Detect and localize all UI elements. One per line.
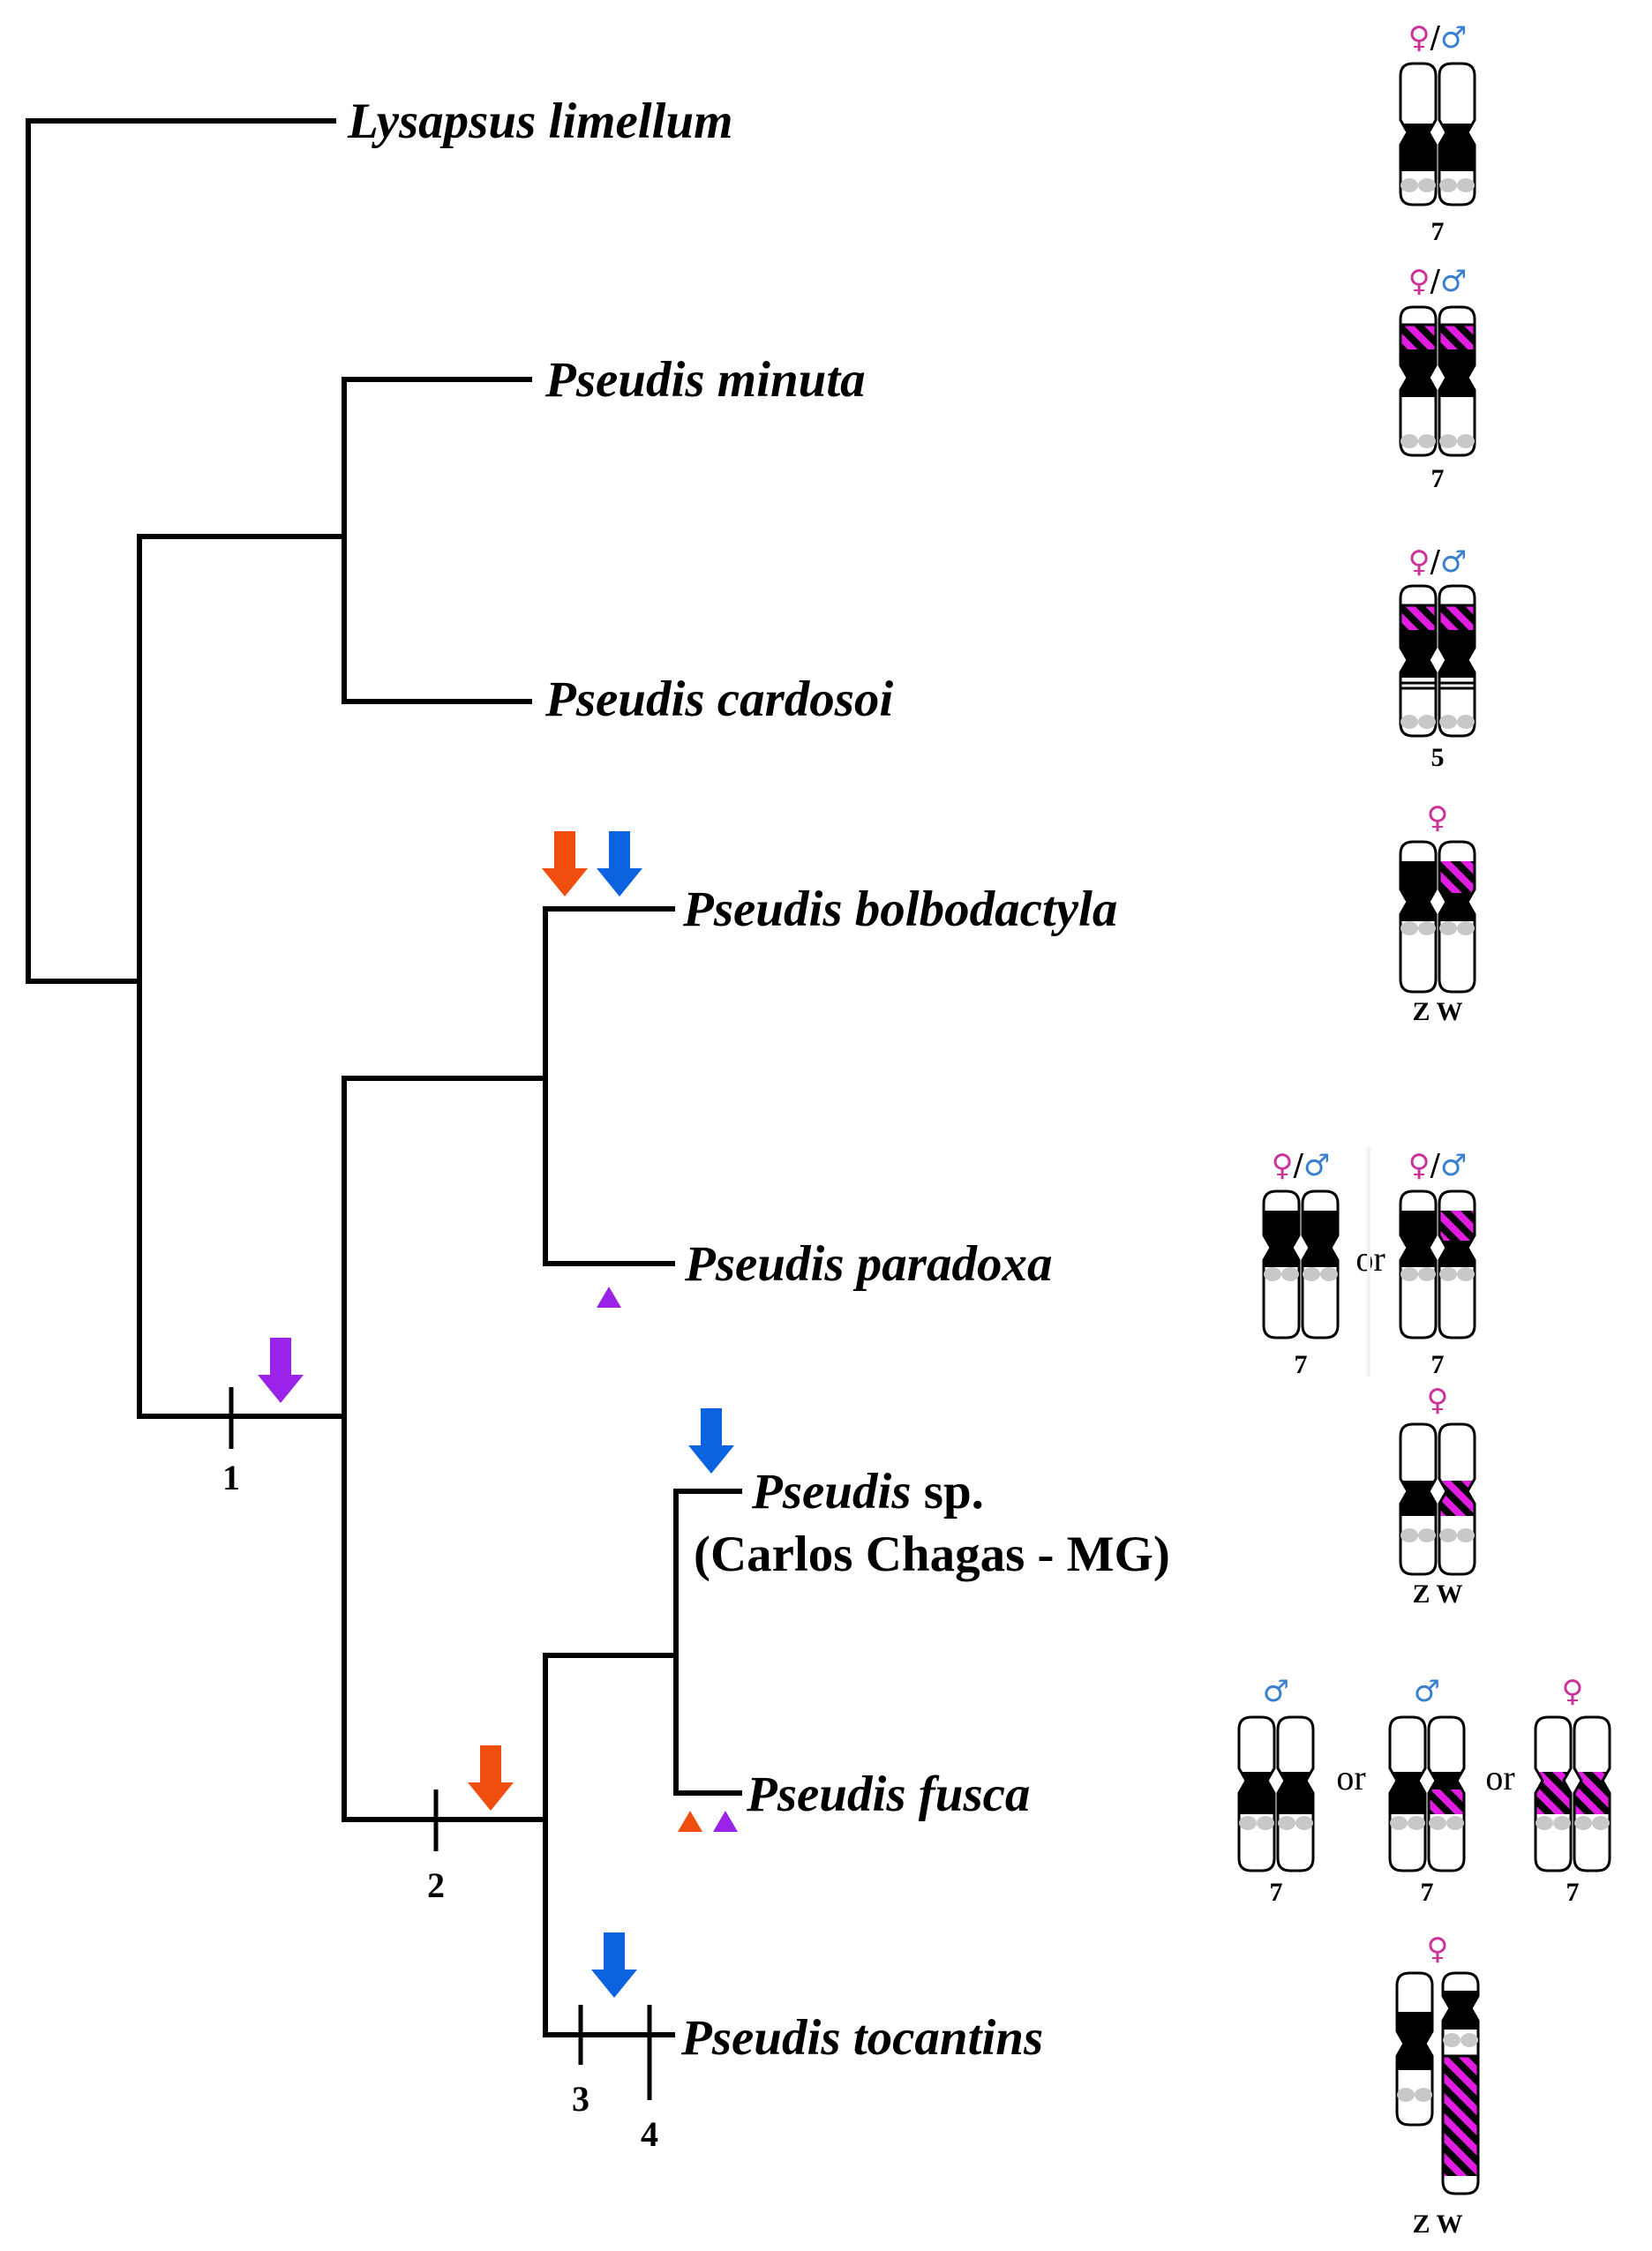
chromosome-label: 7 [1270, 1878, 1283, 1907]
node-label-4: 4 [641, 2114, 658, 2154]
orange-arrow-icon [468, 1745, 514, 1811]
or-connector: or [1336, 1758, 1365, 1797]
blue-arrow-icon [591, 1932, 637, 1998]
taxon-pseudis-sp: Pseudis sp. [751, 1464, 984, 1519]
karyotype-bolbodactyla: ♀ Z W [1399, 800, 1476, 1026]
taxon-pseudis-bolbodactyla: Pseudis bolbodactyla [682, 882, 1117, 937]
orange-arrow-icon [542, 831, 588, 897]
taxon-pseudis-sp-suffix: sp. [912, 1464, 984, 1519]
chromosome-label: 7 [1431, 1350, 1445, 1379]
tree-branches [26, 118, 742, 2037]
node-label-1: 1 [222, 1458, 240, 1497]
karyotype-fusca-a: ♂7 [1237, 1674, 1315, 1907]
event-triangles [597, 1287, 738, 1832]
sex-symbol: ♀ [1427, 1383, 1449, 1418]
sex-symbol: ♀/♂ [1408, 544, 1468, 580]
blue-arrow-icon [597, 831, 642, 897]
chromosome-label: 7 [1431, 217, 1445, 246]
taxon-lysapsus-limellum: Lysapsus limellum [347, 94, 733, 149]
chromosome-label: 5 [1431, 743, 1445, 772]
taxon-pseudis-tocantins: Pseudis tocantins [680, 2010, 1043, 2066]
taxon-pseudis-sp-locality: (Carlos Chagas - MG) [694, 1527, 1170, 1582]
blue-arrow-icon [688, 1408, 734, 1474]
node-label-3: 3 [572, 2079, 589, 2119]
or-connector: or [1485, 1758, 1514, 1797]
sex-symbol: ♂ [1263, 1674, 1289, 1709]
node-label-2: 2 [427, 1865, 445, 1905]
sex-symbol: ♀/♂ [1408, 20, 1468, 56]
sex-symbol: ♀/♂ [1408, 1148, 1468, 1183]
karyotype-tocantins: ♀ Z W [1395, 1932, 1480, 2239]
chromosome-label: Z W [1413, 1579, 1463, 1609]
karyotype-minuta: ♀/♂ 7 [1399, 264, 1476, 493]
chromosome-label: 7 [1295, 1350, 1308, 1379]
karyotype-cardosoi: ♀/♂ 5 [1399, 544, 1476, 772]
taxon-pseudis-cardosoi: Pseudis cardosoi [544, 672, 893, 727]
sex-symbol: ♀/♂ [1408, 264, 1468, 299]
taxon-pseudis-fusca: Pseudis fusca [746, 1767, 1030, 1822]
purple-triangle-icon [597, 1287, 621, 1308]
karyotype-paradoxa-a: ♀/♂ 7 [1262, 1148, 1340, 1379]
purple-arrow-icon [258, 1338, 304, 1403]
chromosome-label: Z W [1413, 997, 1463, 1026]
sex-symbol: ♀ [1427, 1932, 1449, 1967]
taxon-pseudis-minuta: Pseudis minuta [544, 352, 866, 408]
karyotype-sp: ♀ Z W [1399, 1383, 1476, 1609]
karyotype-paradoxa-b: ♀/♂ 7 [1399, 1148, 1476, 1379]
chromosome-label: Z W [1413, 2210, 1463, 2239]
karyotype-panel: ♀/♂7♀/♂7♀/♂5♀Z W♀/♂7♀/♂7or♀Z W♂7♂7♀7oror… [1237, 20, 1611, 2239]
chromosome-label: 7 [1431, 464, 1445, 493]
sex-symbol: ♂ [1414, 1674, 1440, 1709]
karyotype-fusca-b: ♂7 [1388, 1674, 1466, 1907]
sex-symbol: ♀ [1562, 1674, 1584, 1709]
sex-symbol: ♀ [1427, 800, 1449, 836]
taxon-pseudis-paradoxa: Pseudis paradoxa [684, 1236, 1052, 1292]
purple-triangle-icon [713, 1811, 738, 1832]
karyotype-lysapsus: ♀/♂ 7 [1399, 20, 1476, 246]
karyotype-fusca-c: ♀7 [1534, 1674, 1611, 1907]
node-ticks [229, 1387, 652, 2100]
orange-triangle-icon [678, 1811, 702, 1832]
sex-symbol: ♀/♂ [1272, 1148, 1331, 1183]
taxon-pseudis-sp-genus: Pseudis [751, 1464, 912, 1519]
event-arrows [258, 831, 734, 1998]
chromosome-label: 7 [1566, 1878, 1580, 1907]
chromosome-label: 7 [1421, 1878, 1434, 1907]
